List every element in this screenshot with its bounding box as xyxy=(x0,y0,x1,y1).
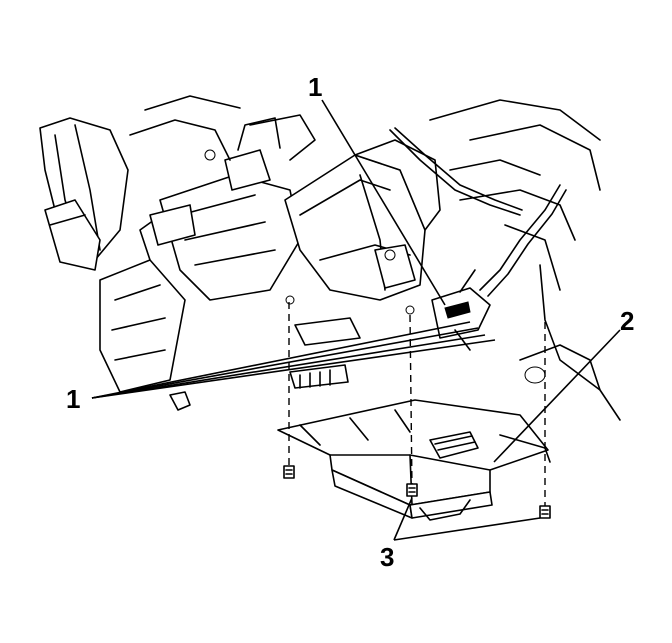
callout-bottom-label: 3 xyxy=(380,542,394,572)
bolt-right xyxy=(539,505,551,519)
dash-structure xyxy=(39,95,621,421)
bolt-center xyxy=(406,483,418,497)
callout-left-label: 1 xyxy=(66,384,80,414)
leader-lines xyxy=(91,99,621,541)
bolt-left xyxy=(283,465,295,479)
callout-top-label: 1 xyxy=(308,72,322,102)
control-module xyxy=(331,469,493,521)
fasteners xyxy=(283,302,551,519)
callout-right-label: 2 xyxy=(620,306,634,336)
